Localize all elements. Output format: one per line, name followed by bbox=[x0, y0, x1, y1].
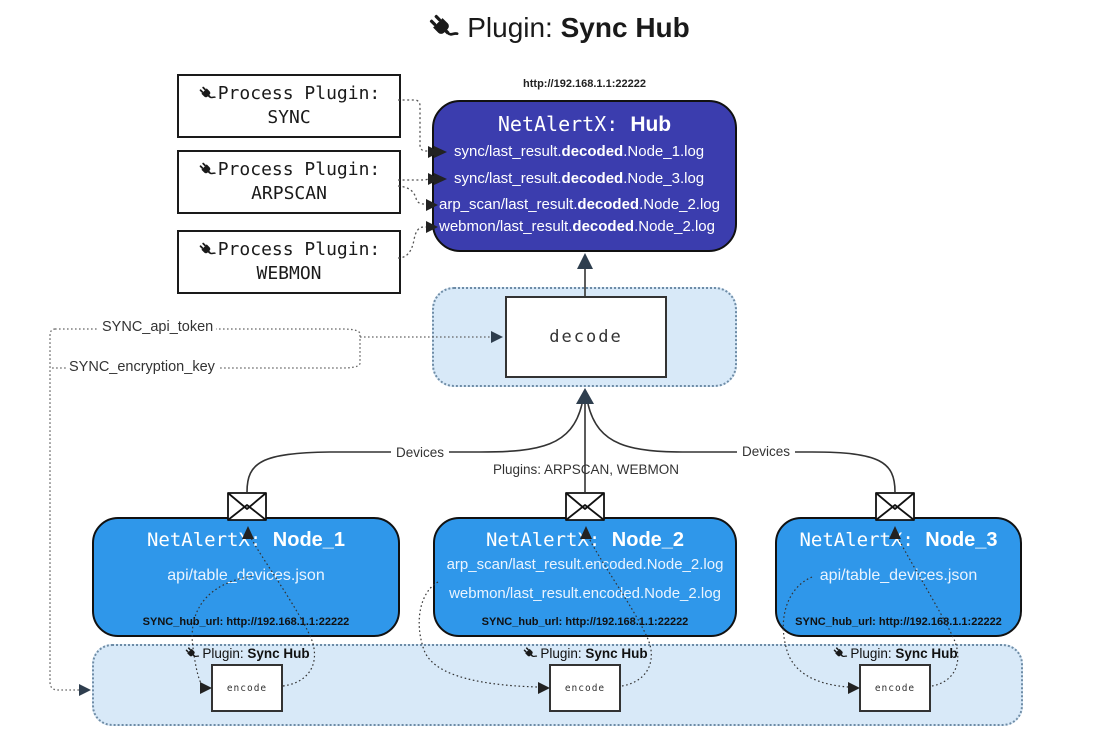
plug-icon bbox=[197, 240, 216, 259]
process-plugin-name: SYNC bbox=[267, 107, 311, 128]
devices-left-label: Devices bbox=[390, 445, 450, 460]
hub-url: http://192.168.1.1:22222 bbox=[523, 78, 646, 90]
edges-plugins-to-hub bbox=[397, 99, 429, 259]
node-hub-url: SYNC_hub_url: http://192.168.1.1:22222 bbox=[795, 616, 1002, 628]
arrowhead bbox=[577, 253, 593, 269]
hub-log-line: sync/last_result.decoded.Node_1.log bbox=[454, 143, 705, 160]
node-file-line: api/table_devices.json bbox=[167, 567, 325, 584]
encode-section-label: Plugin: Sync Hub bbox=[832, 646, 958, 661]
process-plugin-name: WEBMON bbox=[256, 263, 322, 284]
sync-encryption-key-label: SYNC_encryption_key bbox=[66, 359, 218, 375]
plug-icon bbox=[427, 12, 460, 44]
process-plugin-name: ARPSCAN bbox=[251, 183, 327, 204]
sync-api-token-label: SYNC_api_token bbox=[99, 319, 217, 335]
envelope-icon bbox=[875, 492, 915, 521]
node-title: NetAlertX: Node_1 bbox=[146, 529, 346, 551]
node-file-line: webmon/last_result.encoded.Node_2.log bbox=[449, 585, 721, 602]
process-plugin-label: Process Plugin: bbox=[217, 82, 381, 104]
envelope-icon bbox=[565, 492, 605, 521]
decode-box: decode bbox=[505, 296, 667, 378]
arrowhead bbox=[79, 684, 91, 696]
node-hub-url: SYNC_hub_url: http://192.168.1.1:22222 bbox=[142, 616, 350, 628]
process-plugin-label: Process Plugin: bbox=[217, 238, 381, 260]
plug-icon bbox=[184, 646, 200, 661]
plug-icon bbox=[832, 646, 848, 661]
plugins-mid-label: Plugins: ARPSCAN, WEBMON bbox=[492, 462, 680, 477]
node-file-line: arp_scan/last_result.encoded.Node_2.log bbox=[446, 556, 724, 573]
node-title: NetAlertX: Node_3 bbox=[799, 529, 998, 551]
envelope-icon bbox=[227, 492, 267, 521]
hub-box: NetAlertX: Hub sync/last_result.decoded.… bbox=[432, 100, 737, 252]
node-1-box: NetAlertX: Node_1 api/table_devices.json… bbox=[92, 517, 400, 637]
devices-right-label: Devices bbox=[736, 444, 796, 459]
process-plugin-arpscan-box: Process Plugin: ARPSCAN bbox=[177, 150, 401, 214]
node-3-box: NetAlertX: Node_3 api/table_devices.json… bbox=[775, 517, 1022, 637]
hub-title: NetAlertX: Hub bbox=[497, 112, 672, 136]
arrowhead bbox=[576, 388, 594, 404]
process-plugin-label: Process Plugin: bbox=[217, 158, 381, 180]
hub-log-line: sync/last_result.decoded.Node_3.log bbox=[454, 170, 705, 187]
node-2-box: NetAlertX: Node_2 arp_scan/last_result.e… bbox=[433, 517, 737, 637]
encode-section-label: Plugin: Sync Hub bbox=[184, 646, 310, 661]
page-title-text: Plugin: Sync Hub bbox=[467, 12, 690, 43]
plug-icon bbox=[197, 84, 216, 103]
encode-box: encode bbox=[859, 664, 931, 712]
node-file-line: api/table_devices.json bbox=[819, 567, 978, 584]
edge-nodes-to-decode bbox=[246, 402, 896, 493]
encode-section-label: Plugin: Sync Hub bbox=[522, 646, 648, 661]
hub-log-line: webmon/last_result.decoded.Node_2.log bbox=[439, 218, 715, 235]
hub-log-line: arp_scan/last_result.decoded.Node_2.log bbox=[439, 196, 720, 213]
plug-icon bbox=[197, 160, 216, 179]
plug-icon bbox=[522, 646, 538, 661]
node-title: NetAlertX: Node_2 bbox=[485, 529, 685, 551]
node-hub-url: SYNC_hub_url: http://192.168.1.1:22222 bbox=[481, 616, 689, 628]
process-plugin-sync-box: Process Plugin: SYNC bbox=[177, 74, 401, 138]
process-plugin-webmon-box: Process Plugin: WEBMON bbox=[177, 230, 401, 294]
encode-box: encode bbox=[549, 664, 621, 712]
page-title: Plugin: Sync Hub bbox=[0, 12, 1117, 44]
encode-box: encode bbox=[211, 664, 283, 712]
